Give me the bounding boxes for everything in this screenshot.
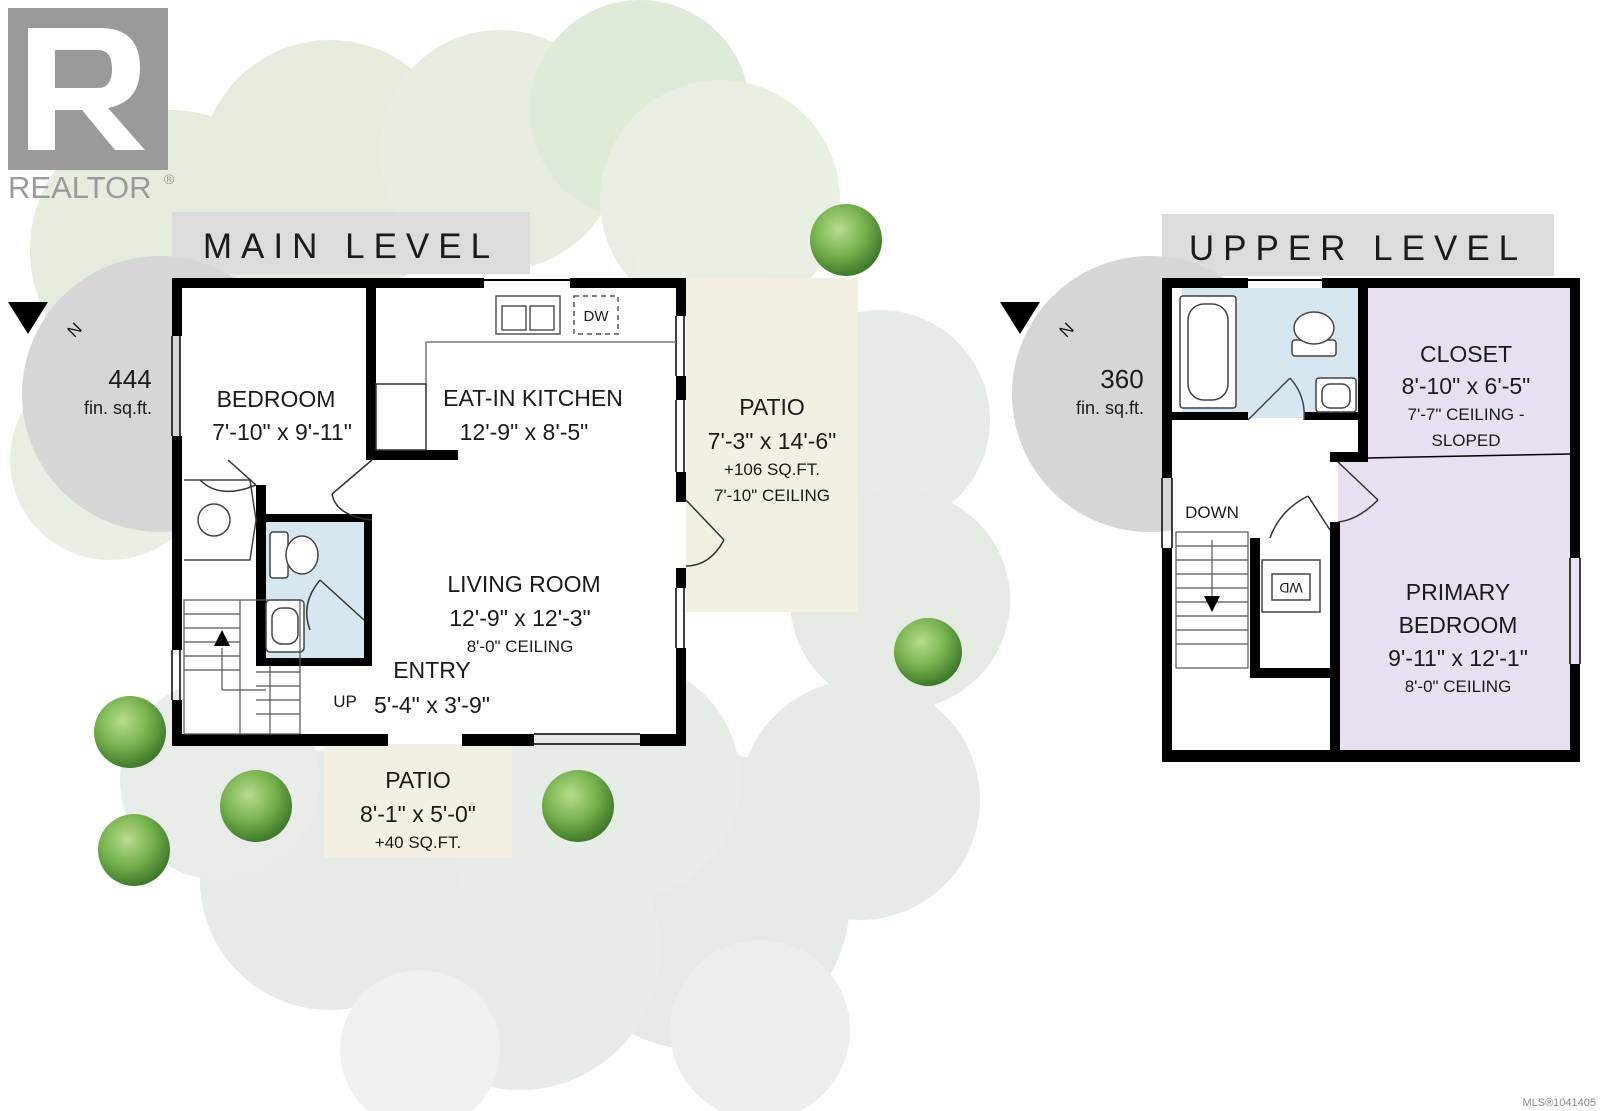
upper-stairs [1175, 531, 1249, 669]
upper-toilet-icon [1291, 311, 1337, 357]
entry-name: ENTRY [393, 657, 471, 683]
main-exterior-walls [172, 278, 686, 746]
upper-sink-icon [1315, 377, 1357, 413]
kitchen-dims: 12'-9" x 8'-5" [460, 419, 589, 445]
shrub-icon [810, 204, 882, 276]
closet-area [1367, 288, 1580, 460]
patio-side-area [686, 278, 858, 612]
upper-level-title: UPPER LEVEL [1189, 229, 1527, 268]
kitchen-name: EAT-IN KITCHEN [443, 385, 623, 411]
shrub-icon [98, 814, 170, 886]
patio-side-ceiling: 7'-10" CEILING [714, 486, 830, 505]
closet-name: CLOSET [1420, 341, 1512, 367]
bathtub-icon [1179, 295, 1237, 409]
primary-bedroom-area [1338, 460, 1580, 752]
stair-down-arrow-icon [1204, 596, 1220, 612]
primary-dims: 9'-11" x 12'-1" [1388, 645, 1528, 671]
living-dims: 12'-9" x 12'-3" [449, 605, 590, 631]
living-ceiling: 8'-0" CEILING [467, 637, 574, 656]
main-stairs [183, 599, 301, 735]
patio-side-name: PATIO [739, 394, 805, 420]
realtor-logo-text: REALTOR [8, 170, 152, 205]
living-name: LIVING ROOM [447, 571, 600, 597]
primary-ceiling: 8'-0" CEILING [1405, 677, 1512, 696]
main-level-title-bar [172, 212, 530, 274]
main-stair-label: UP [333, 692, 357, 711]
primary-name-line2: BEDROOM [1399, 612, 1518, 638]
bedroom-dims: 7'-10" x 9'-11" [212, 419, 352, 445]
north-arrow-icon [8, 302, 48, 334]
patio-front-dims: 8'-1" x 5'-0" [360, 801, 476, 827]
entry-dims: 5'-4" x 3'-9" [374, 692, 490, 718]
upper-doors [1269, 461, 1379, 539]
upper-area-unit: fin. sq.ft. [1076, 398, 1144, 418]
patio-side-dims: 7'-3" x 14'-6" [708, 428, 837, 454]
realtor-logo: REALTOR ® [8, 8, 175, 205]
main-interior-walls [256, 288, 458, 666]
patio-front-extra: +40 SQ.FT. [375, 833, 461, 852]
main-area-value: 444 [108, 364, 151, 394]
upper-area-value: 360 [1100, 364, 1143, 394]
upper-interior-walls [1172, 288, 1368, 760]
washer-dryer-label: WD [1279, 580, 1302, 596]
upper-level-title-bar [1162, 214, 1554, 276]
upper-level: UPPER LEVEL N 360 fin. sq.ft. [1000, 214, 1581, 762]
shrub-icon [894, 618, 962, 686]
main-toilet-icon [269, 531, 319, 579]
closet-ceiling-line2: SLOPED [1432, 431, 1501, 450]
dishwasher-label: DW [584, 308, 610, 325]
main-sink-icon [265, 599, 305, 653]
registered-mark: ® [164, 171, 175, 187]
main-level-title: MAIN LEVEL [203, 227, 499, 266]
bedroom-name: BEDROOM [217, 386, 336, 412]
upper-exterior-walls [1162, 278, 1580, 762]
shrub-icon [542, 770, 614, 842]
main-doors [199, 459, 725, 631]
entry-basin-icon [184, 479, 257, 561]
mls-watermark: MLS®1041405 [1522, 1097, 1596, 1109]
main-area-unit: fin. sq.ft. [84, 398, 152, 418]
primary-name-line1: PRIMARY [1406, 579, 1510, 605]
patio-front-area [324, 744, 512, 858]
patio-front-name: PATIO [385, 767, 451, 793]
shrub-icon [94, 696, 166, 768]
patio-side-extra: +106 SQ.FT. [724, 460, 820, 479]
shrubs [94, 204, 962, 886]
closet-ceiling-line1: 7'-7" CEILING - [1408, 405, 1525, 424]
kitchen-sink-icon [495, 295, 561, 335]
dishwasher-icon [573, 295, 619, 335]
closet-dims: 8'-10" x 6'-5" [1402, 373, 1531, 399]
shrub-icon [220, 770, 292, 842]
upper-stair-label: DOWN [1185, 503, 1239, 522]
stair-up-arrow-icon [214, 630, 230, 646]
north-arrow-icon [1000, 302, 1040, 334]
main-level: MAIN LEVEL N 444 fin. sq.ft. [8, 212, 858, 858]
